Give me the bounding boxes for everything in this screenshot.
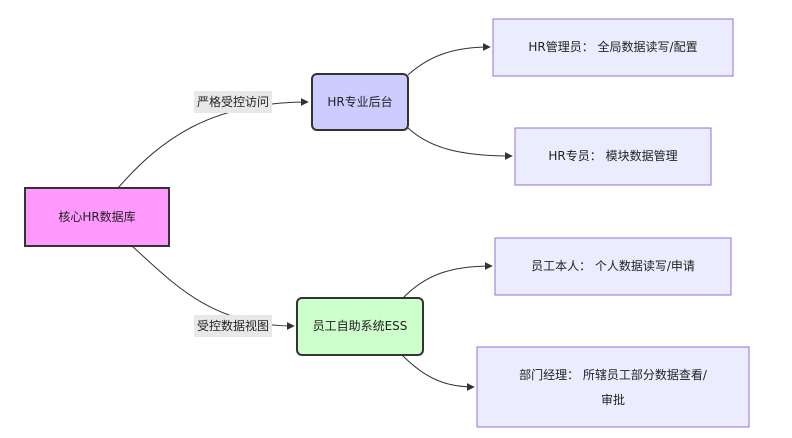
edge-label-controlled-view-bg <box>194 315 272 337</box>
node-hr-backend-label: HR专业后台 <box>327 94 392 109</box>
edge-ess-to-employee <box>401 262 493 300</box>
node-ess-label: 员工自助系统ESS <box>313 319 408 333</box>
edge-core-to-ess <box>131 245 295 330</box>
node-hr-admin-box <box>492 18 734 77</box>
edge-hr-backend-to-admin <box>407 43 491 76</box>
edge-label-strict-access-bg <box>194 91 272 113</box>
edge-label-strict-access: 严格受控访问 <box>194 91 272 113</box>
node-dept-manager-box <box>476 346 750 428</box>
node-dept-manager-label-line1: 部门经理： 所辖员工部分数据查看/ <box>519 367 708 382</box>
node-employee-box <box>494 237 732 296</box>
node-core-hr-database: 核心HR数据库 <box>24 187 170 247</box>
node-hr-admin: HR管理员： 全局数据读写/配置 <box>492 18 734 77</box>
node-ess: 员工自助系统ESS <box>296 297 424 356</box>
node-hr-backend-box <box>311 73 409 131</box>
node-hr-specialist-box <box>514 127 712 186</box>
edge-label-controlled-view: 受控数据视图 <box>194 315 272 337</box>
node-employee: 员工本人： 个人数据读写/申请 <box>494 237 732 296</box>
node-hr-admin-label: HR管理员： 全局数据读写/配置 <box>528 39 697 54</box>
node-hr-specialist-label: HR专员： 模块数据管理 <box>548 148 677 163</box>
edge-core-to-hr-backend <box>117 98 309 189</box>
node-core-hr-database-label: 核心HR数据库 <box>58 209 135 224</box>
node-employee-label: 员工本人： 个人数据读写/申请 <box>531 258 695 273</box>
node-core-hr-database-box <box>24 187 170 247</box>
node-hr-specialist: HR专员： 模块数据管理 <box>514 127 712 186</box>
node-ess-box <box>296 297 424 356</box>
node-hr-backend: HR专业后台 <box>311 73 409 131</box>
edge-label-controlled-view-text: 受控数据视图 <box>197 318 269 333</box>
node-dept-manager: 部门经理： 所辖员工部分数据查看/ 审批 <box>476 346 750 428</box>
node-dept-manager-label-line2: 审批 <box>601 392 625 407</box>
edge-hr-backend-to-specialist <box>407 127 513 160</box>
edge-label-strict-access-text: 严格受控访问 <box>197 94 269 109</box>
edge-ess-to-dept-manager <box>401 354 475 391</box>
